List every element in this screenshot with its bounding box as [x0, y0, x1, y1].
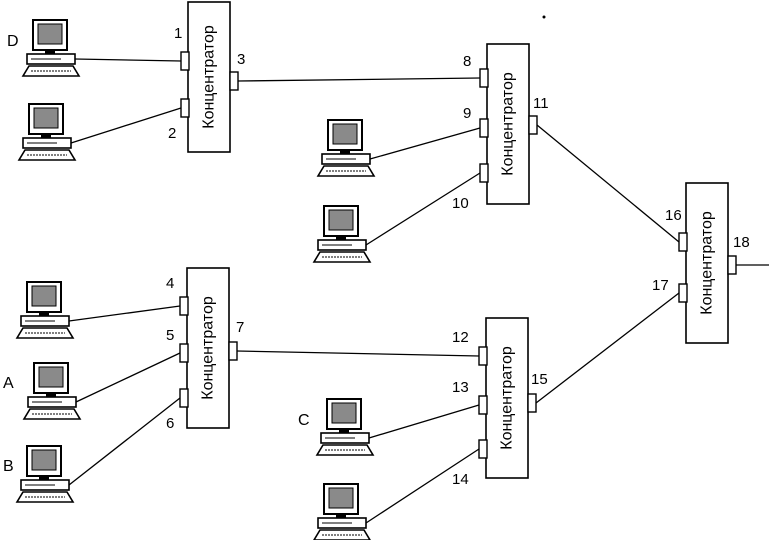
links-layer — [68, 58, 769, 524]
monitor-screen — [328, 487, 354, 509]
link-port-7-port-12 — [236, 350, 480, 357]
computer-pc-b — [15, 445, 75, 503]
port-number-8: 8 — [463, 53, 471, 70]
port-16 — [678, 232, 688, 252]
hub-3: Концентратор — [685, 182, 729, 344]
link-port-15-port-17 — [535, 292, 680, 404]
port-number-6: 6 — [166, 415, 174, 432]
monitor-stand — [45, 50, 55, 54]
hub-5: Концентратор — [485, 317, 529, 479]
computer-pc-d — [21, 19, 81, 77]
monitor-stand — [39, 476, 49, 480]
port-3 — [229, 71, 239, 91]
port-4 — [179, 296, 189, 316]
port-10 — [479, 163, 489, 183]
port-12 — [478, 346, 488, 366]
port-number-17: 17 — [652, 277, 669, 294]
computer-letter-d: D — [7, 33, 19, 50]
hub-4: Концентратор — [186, 267, 230, 429]
monitor-screen — [332, 123, 358, 145]
port-14 — [478, 439, 488, 459]
monitor-stand — [46, 393, 56, 397]
port-number-9: 9 — [463, 105, 471, 122]
link-pc-port-4 — [68, 305, 181, 322]
port-17 — [678, 283, 688, 303]
hub-label: Концентратор — [699, 211, 716, 315]
port-2 — [180, 98, 190, 118]
port-number-15: 15 — [531, 371, 548, 388]
stray-dot — [542, 15, 546, 19]
monitor-screen — [31, 449, 57, 471]
monitor-screen — [331, 402, 357, 424]
monitor-stand — [336, 514, 346, 518]
computer-letter-b: B — [3, 458, 14, 475]
monitor-screen — [33, 107, 59, 129]
computer-letter-c: C — [298, 412, 310, 429]
port-number-7: 7 — [236, 319, 244, 336]
port-11 — [528, 115, 538, 135]
hub-label: Концентратор — [200, 296, 217, 400]
monitor-screen — [37, 23, 63, 45]
computers-layer — [15, 19, 376, 540]
link-pc-port-2 — [70, 107, 182, 144]
link-pc-port-9 — [369, 127, 481, 160]
port-13 — [478, 395, 488, 415]
link-pc-port-14 — [365, 448, 480, 524]
port-number-16: 16 — [665, 207, 682, 224]
port-number-18: 18 — [733, 234, 750, 251]
port-15 — [527, 393, 537, 413]
hub-label: Концентратор — [499, 346, 516, 450]
link-pc-port-10 — [365, 172, 481, 246]
computer-pc-14 — [313, 483, 371, 540]
monitor-stand — [41, 134, 51, 138]
monitor-screen — [328, 209, 354, 231]
computer-pc-10 — [312, 205, 372, 263]
port-number-10: 10 — [452, 195, 469, 212]
computer-pc-9 — [316, 119, 376, 177]
port-number-14: 14 — [452, 471, 469, 488]
hub-1: Концентратор — [187, 1, 231, 153]
port-9 — [479, 118, 489, 138]
link-pc-b-port-6 — [68, 397, 181, 486]
hub-2: Концентратор — [486, 43, 530, 205]
computer-pc-a — [22, 362, 82, 420]
link-port-11-port-16 — [536, 124, 680, 243]
port-number-12: 12 — [452, 329, 469, 346]
computer-pc-2 — [17, 103, 77, 161]
monitor-stand — [336, 236, 346, 240]
port-6 — [179, 388, 189, 408]
port-number-13: 13 — [452, 379, 469, 396]
computer-pc-4 — [15, 281, 75, 339]
port-number-11: 11 — [533, 95, 549, 112]
monitor-screen — [38, 366, 64, 388]
monitor-screen — [31, 285, 57, 307]
port-number-1: 1 — [174, 25, 182, 42]
hub-label: Концентратор — [500, 72, 517, 176]
monitor-stand — [339, 429, 349, 433]
link-pc-a-port-5 — [75, 352, 181, 403]
monitor-stand — [39, 312, 49, 316]
port-5 — [179, 343, 189, 363]
port-number-4: 4 — [166, 275, 174, 292]
port-1 — [180, 51, 190, 71]
port-8 — [479, 68, 489, 88]
port-7 — [228, 341, 238, 361]
hub-label: Концентратор — [201, 25, 218, 129]
computer-letter-a: A — [3, 375, 14, 392]
computer-pc-c — [315, 398, 375, 456]
port-number-5: 5 — [166, 327, 174, 344]
port-18 — [727, 255, 737, 275]
port-number-3: 3 — [237, 51, 245, 68]
link-pc-c-port-13 — [368, 404, 480, 439]
link-pc-d-port-1 — [74, 58, 182, 62]
link-port-3-port-8 — [237, 77, 481, 82]
port-number-2: 2 — [168, 125, 176, 142]
monitor-stand — [340, 150, 350, 154]
